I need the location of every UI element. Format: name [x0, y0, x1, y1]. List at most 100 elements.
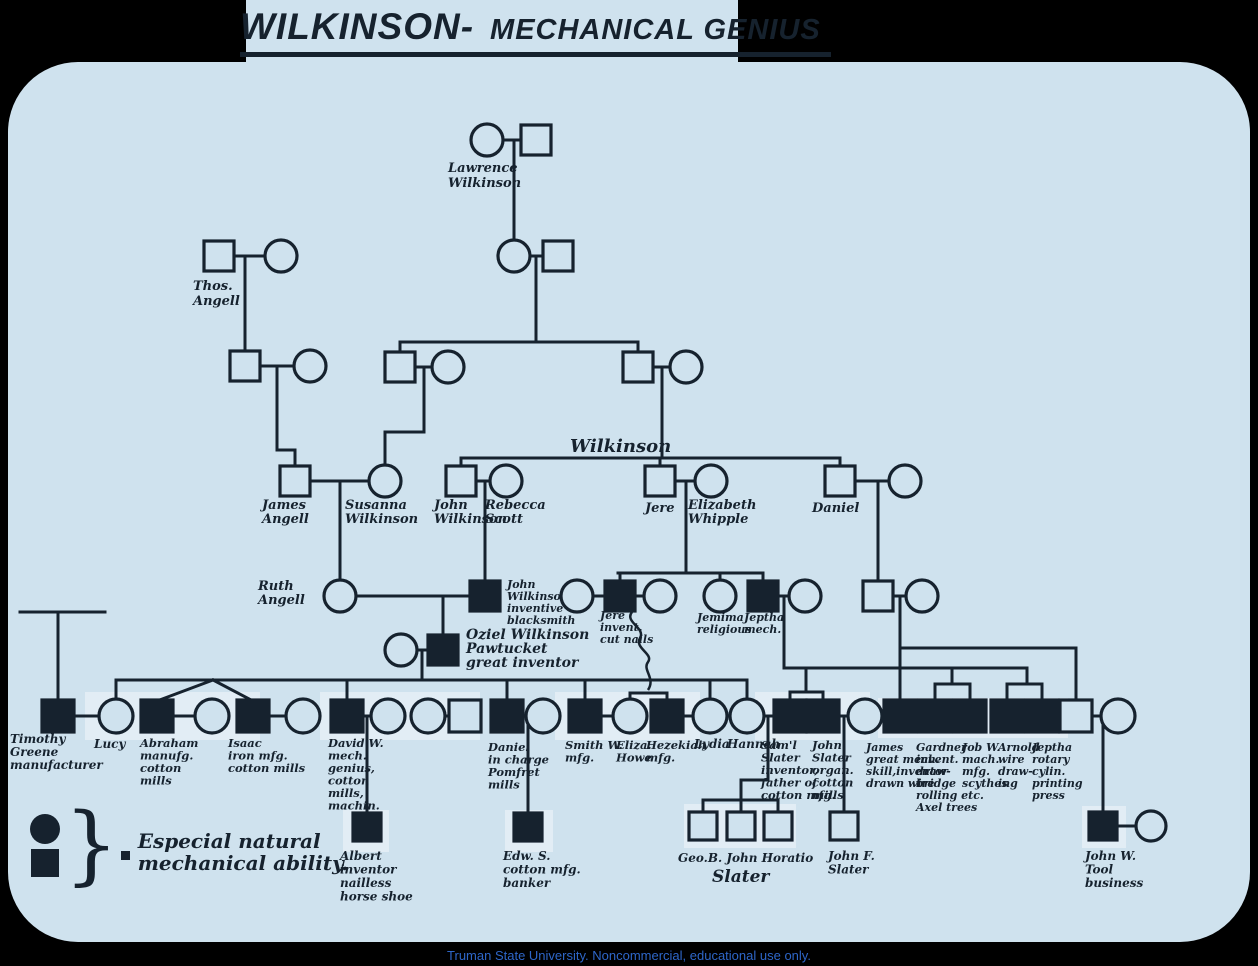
footer-credit: Truman State University. Noncommercial, …	[447, 948, 811, 963]
person-g1-mother	[469, 122, 505, 158]
person-g2-wife	[496, 238, 532, 274]
person-lucy	[97, 697, 135, 735]
pedigree-line	[739, 714, 770, 802]
filled-circle-legend-icon	[30, 813, 60, 844]
pedigree-line	[383, 365, 426, 483]
label-edw-s: Edw. S.cotton mfg.banker	[502, 849, 581, 890]
title-subtitle: MECHANICAL GENIUS	[490, 14, 821, 46]
pedigree-line	[155, 678, 215, 703]
person-g3-left-wife	[430, 349, 466, 385]
person-john-w	[1087, 810, 1119, 842]
person-jemima	[702, 578, 738, 614]
filled-square-legend-icon	[31, 848, 59, 877]
person-ruth-angell	[322, 578, 358, 614]
title-band	[246, 0, 738, 70]
person-jere2-wife1	[559, 578, 595, 614]
person-abraham	[139, 698, 175, 734]
person-john-slater	[805, 698, 841, 734]
person-g3-left-husband	[383, 350, 417, 384]
person-daniel2	[489, 698, 525, 734]
label-lydia: Lydia	[693, 737, 730, 751]
person-john-slater-wife	[846, 697, 884, 735]
label-smith-w: Smith W.mfg.	[565, 738, 623, 765]
person-hannah	[728, 697, 766, 735]
person-angell-son-wife	[292, 348, 328, 384]
person-john-wilkinson-blacksmith	[468, 579, 502, 613]
person-jere2-wife2	[642, 578, 678, 614]
label-eliza-howe: Eliza.Howe	[615, 738, 652, 765]
wilkinson-family-label: Wilkinson	[570, 436, 671, 457]
legend-text: Especial natural mechanical ability.	[138, 830, 349, 874]
page-title: WILKINSON- MECHANICAL GENIUS	[240, 6, 831, 57]
label-job-w: Job W.mach.mfg.scythes	[960, 741, 1008, 790]
person-jeptha-wife	[787, 578, 823, 614]
person-john-w-wife	[1134, 809, 1168, 843]
person-angell-son	[228, 349, 262, 383]
person-daniel-son	[861, 579, 895, 613]
person-end-square	[1058, 698, 1094, 734]
person-jere	[643, 464, 677, 498]
legend-symbols	[30, 813, 60, 877]
person-john-wilkinson	[444, 464, 478, 498]
person-end-circle	[1099, 697, 1137, 735]
legend: } Especial natural mechanical ability.	[30, 802, 349, 888]
person-saml-slater	[772, 698, 808, 734]
person-gardner	[917, 698, 953, 734]
title-surname: WILKINSON-	[240, 6, 475, 47]
person-thos-angell	[202, 239, 236, 273]
person-john-f-slater	[828, 810, 860, 842]
person-daniel	[823, 464, 857, 498]
person-job-w	[952, 698, 988, 734]
person-elizabeth-whipple	[693, 463, 729, 499]
person-pair-square	[447, 698, 483, 734]
person-g2-husband	[541, 239, 575, 273]
person-isaac-wife	[284, 697, 322, 735]
slater-sons-label: Geo.B. John Horatio	[678, 851, 813, 865]
person-isaac	[235, 698, 271, 734]
footer-bar: Truman State University. Noncommercial, …	[0, 945, 1258, 966]
person-david-w	[329, 698, 365, 734]
slater-surname-label: Slater	[712, 867, 770, 887]
twisted-descent-line	[629, 611, 652, 691]
person-g3-right-husband	[621, 350, 655, 384]
label-lucy: Lucy	[93, 737, 126, 751]
legend-line-1: Especial natural	[137, 829, 321, 853]
label-hannah: Hannah	[726, 737, 780, 751]
person-geo-b-slater	[687, 810, 719, 842]
label-daniel: Daniel	[811, 501, 859, 516]
person-albert	[351, 811, 383, 843]
person-john-slater-jr	[725, 810, 757, 842]
person-rebecca-scott	[488, 463, 524, 499]
person-daniel2-wife	[524, 697, 562, 735]
pedigree-line	[898, 646, 1078, 718]
person-arnold	[989, 698, 1025, 734]
person-smith-w	[567, 698, 603, 734]
person-lydia	[691, 697, 729, 735]
legend-equals-mark	[120, 850, 130, 860]
person-g1-father	[519, 123, 553, 157]
